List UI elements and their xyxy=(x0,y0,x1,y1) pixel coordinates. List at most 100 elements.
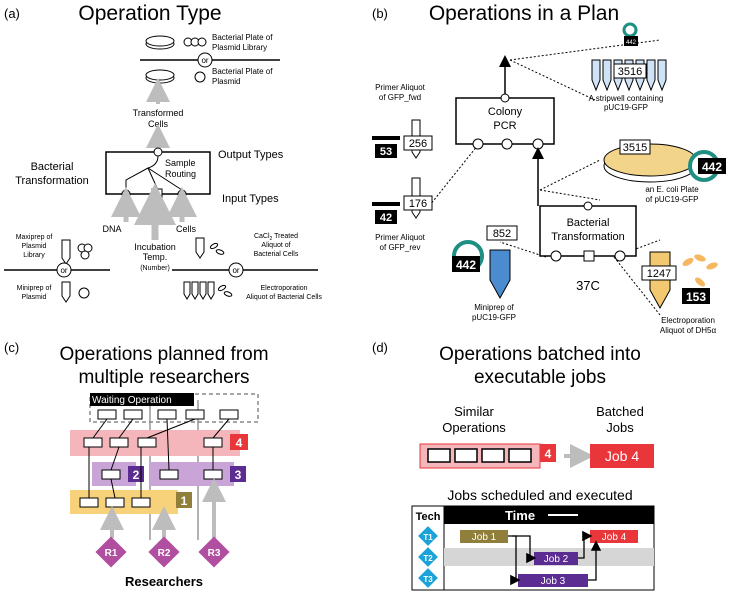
t1-label: T1 xyxy=(423,533,433,542)
plate-label-2: of pUC19-GFP xyxy=(646,195,699,204)
stripwell-id: 3516 xyxy=(618,66,642,78)
input-port-dna xyxy=(121,189,131,199)
colony-input-3 xyxy=(532,138,544,150)
electro-badge: 153 xyxy=(686,290,706,304)
plate-label-1: an E. coli Plate xyxy=(645,185,699,194)
out-plasmid-label-1: Bacterial Plate of xyxy=(212,67,273,76)
job4-label: Job 4 xyxy=(602,532,627,543)
t3-icon xyxy=(418,568,438,588)
panel-d-title-1: Operations batched into xyxy=(439,344,641,365)
transformed-label-2: Cells xyxy=(148,119,169,129)
time-label: Time xyxy=(505,508,535,523)
electro-badge-box xyxy=(682,288,710,304)
stripwell-id-box xyxy=(613,63,647,79)
panel-d-title-2: executable jobs xyxy=(474,367,606,388)
bt-output-port xyxy=(583,201,593,211)
r3-label: R3 xyxy=(208,548,221,559)
stripwell-badge-box xyxy=(624,36,638,46)
panel-d: (d) Operations batched into executable j… xyxy=(372,340,655,591)
similar-label-1: Similar xyxy=(454,404,494,419)
job2-label: Job 2 xyxy=(544,554,569,565)
maxiprep-tube-icon xyxy=(61,239,93,265)
panel-a: (a) Operation Type Bacterial Plate of Pl… xyxy=(4,2,322,303)
maxiprep-label-1: Maxiprep of xyxy=(16,234,53,241)
layer-1-badge-box xyxy=(176,492,192,508)
primer-rev-badge-box xyxy=(375,210,397,224)
input-port-cells xyxy=(177,189,187,199)
plate-badge: 442 xyxy=(702,160,722,174)
miniprep-label-1: Miniprep of xyxy=(17,285,52,292)
job4-batched-label: Job 4 xyxy=(605,448,639,464)
cells-or-text: or xyxy=(232,266,239,275)
primer-rev-id-box xyxy=(403,195,433,211)
job4-bar xyxy=(590,530,638,543)
colony-input-1 xyxy=(472,138,484,150)
plate-id-box xyxy=(619,139,651,155)
colony-input-2 xyxy=(501,138,513,150)
job3-bar xyxy=(518,574,588,587)
layer-2-badge-box xyxy=(128,466,144,482)
plate-library-icon xyxy=(145,35,207,50)
layer-2-badge: 2 xyxy=(133,468,140,482)
layer-4-badge: 4 xyxy=(236,436,243,450)
panel-c-title-1: Operations planned from xyxy=(59,344,268,365)
job-dependency-arrows xyxy=(508,530,602,586)
electro-label-2: Aliquot of DH5α xyxy=(660,326,717,335)
cacl-tube-icon xyxy=(195,237,225,259)
maxiprep-label-2: Plasmid xyxy=(22,243,47,250)
temp-value: 37C xyxy=(576,278,600,293)
electro-id-box xyxy=(641,265,677,281)
or-circle xyxy=(197,52,213,68)
output-port xyxy=(153,147,163,157)
bt-input-dna xyxy=(550,250,562,262)
layer-2-3-ops xyxy=(101,469,223,480)
primer-rev-label-2: of GFP_rev xyxy=(380,243,421,252)
panel-c-label: (c) xyxy=(4,340,19,355)
colony-label-2: PCR xyxy=(493,120,516,132)
primer-rev-id: 176 xyxy=(409,198,427,210)
routing-label-2: Routing xyxy=(165,169,196,179)
primer-fwd-id-box xyxy=(403,135,433,151)
cacl-label-1: CaCl2 Treated xyxy=(254,233,298,242)
bt-label-2: Transformation xyxy=(551,231,625,243)
plate-badge-box xyxy=(698,158,726,174)
cacl-label-4: Bacterial Cells xyxy=(254,251,299,258)
similar-badge: 4 xyxy=(545,447,552,461)
layer-1-ops xyxy=(79,497,151,508)
electro-label-1: Electroporation xyxy=(260,285,307,292)
t3-label: T3 xyxy=(423,575,433,584)
miniprep-label-2: Plasmid xyxy=(22,294,47,301)
similar-badge-box xyxy=(540,444,556,462)
miniprep-badge: 442 xyxy=(456,258,476,272)
colony-output-port xyxy=(500,93,510,103)
panel-b: (b) Operations in a Plan Colony PCR xyxy=(372,2,726,335)
colony-label-1: Colony xyxy=(488,106,523,118)
electro-id: 1247 xyxy=(647,268,671,280)
job1-label: Job 1 xyxy=(472,532,497,543)
or-text: or xyxy=(201,56,208,65)
cells-or-circle xyxy=(228,262,244,278)
operation-name-2: Transformation xyxy=(15,175,89,187)
miniprep-label-1: Miniprep of xyxy=(474,303,514,312)
layer-4-badge-box xyxy=(230,434,248,450)
miniprep-id: 852 xyxy=(493,228,511,240)
in-temp-label-3: (Number) xyxy=(140,265,170,272)
miniprep-label-2: pUC19-GFP xyxy=(472,313,516,322)
primer-fwd-badge-box xyxy=(375,144,397,158)
similar-op-boxes xyxy=(427,448,532,463)
panel-c-title-2: multiple researchers xyxy=(78,367,249,388)
bt-label-1: Bacterial xyxy=(567,217,610,229)
sched-title: Jobs scheduled and executed xyxy=(447,487,632,503)
panel-b-label: (b) xyxy=(372,6,388,21)
dna-or-circle xyxy=(56,262,72,278)
dna-or-text: or xyxy=(60,266,67,275)
waiting-label-bg xyxy=(90,393,194,406)
primer-fwd-badge: 53 xyxy=(380,146,392,158)
routing-label-1: Sample xyxy=(165,158,196,168)
operation-name-1: Bacterial xyxy=(31,161,74,173)
in-dna-label: DNA xyxy=(102,224,121,234)
r1-label: R1 xyxy=(105,548,118,559)
out-library-label-2: Plasmid Library xyxy=(212,43,267,52)
electro-label-1: Electroporation xyxy=(661,316,715,325)
transformed-label-1: Transformed xyxy=(133,108,184,118)
